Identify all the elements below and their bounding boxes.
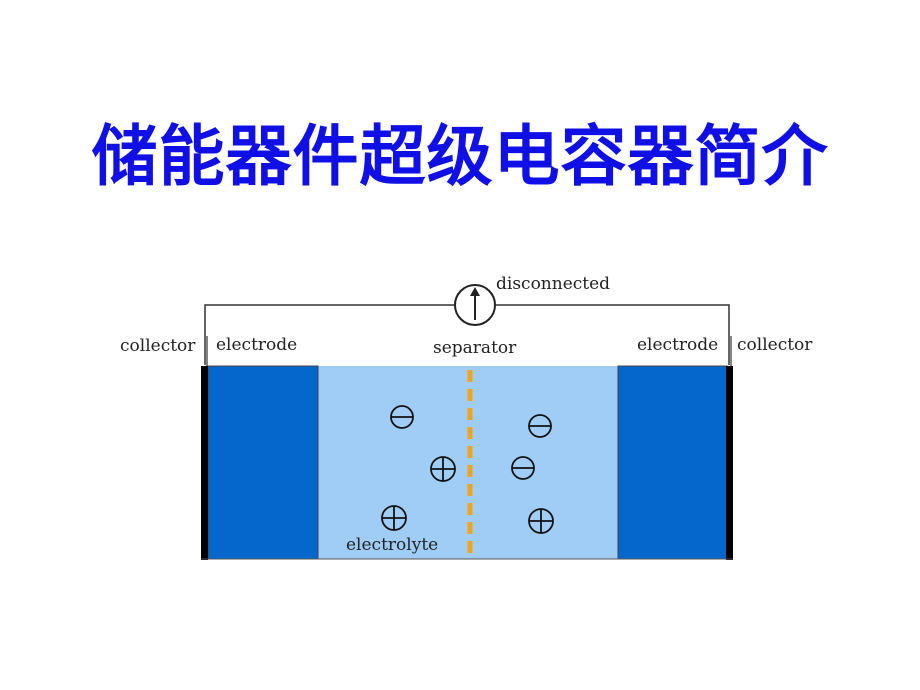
collector-right — [726, 366, 733, 560]
cation-icon — [381, 505, 407, 531]
external-circuit-wire — [204, 304, 455, 365]
electrode-right — [617, 365, 728, 560]
collector-left-label: collector — [120, 336, 196, 356]
separator-label: separator — [433, 338, 517, 358]
collector-left — [201, 366, 208, 560]
anion-icon — [528, 414, 552, 438]
external-circuit-wire-right — [495, 304, 730, 365]
anion-icon — [511, 456, 535, 480]
electrode-left — [207, 365, 319, 560]
collector-right-label: collector — [737, 335, 813, 355]
anion-icon — [390, 405, 414, 429]
electrolyte-label: electrolyte — [346, 535, 438, 555]
electrode-right-label: electrode — [637, 335, 718, 355]
cation-icon — [430, 456, 456, 482]
cation-icon — [528, 508, 554, 534]
disconnected-label: disconnected — [496, 274, 610, 294]
meter-icon — [454, 284, 496, 326]
page-title: 储能器件超级电容器简介 — [91, 118, 829, 195]
electrode-left-label: electrode — [216, 335, 297, 355]
